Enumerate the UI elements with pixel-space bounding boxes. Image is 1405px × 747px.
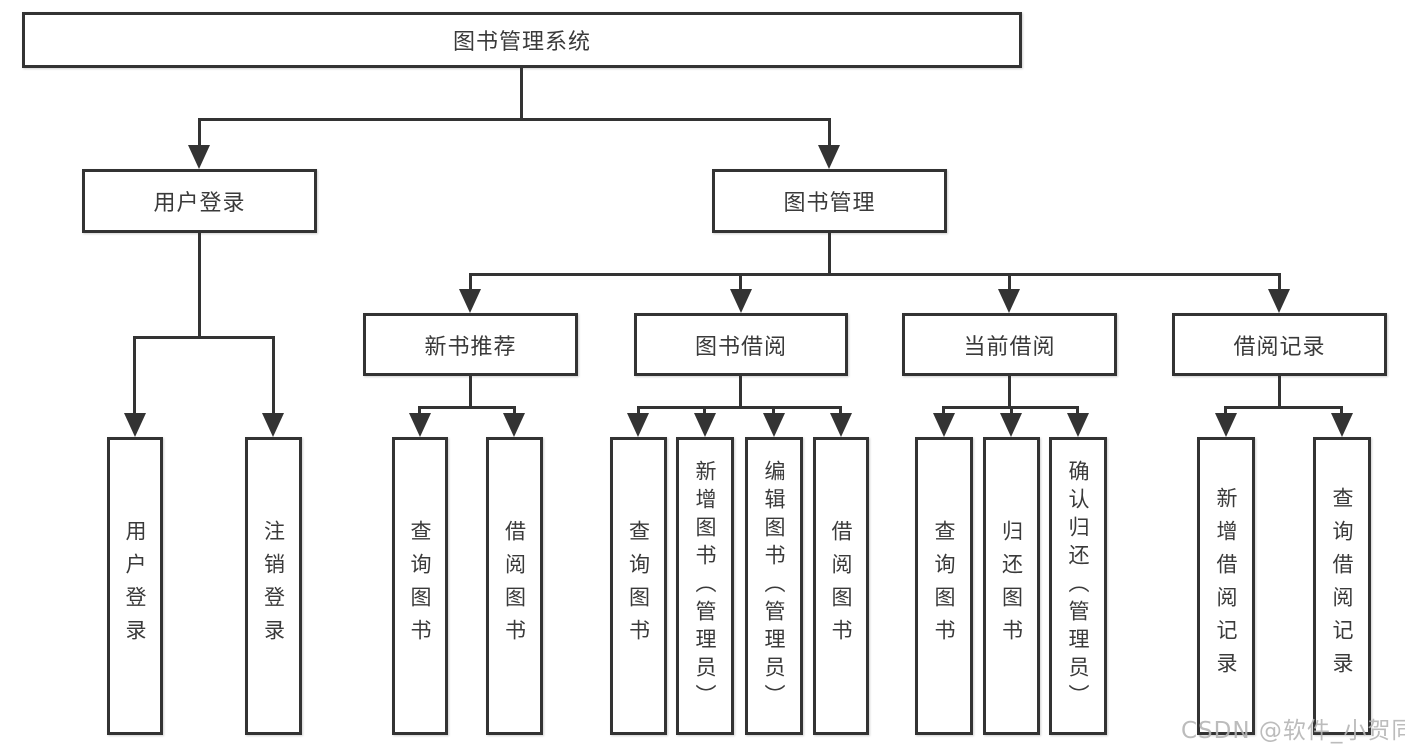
connector-line [1008, 376, 1011, 406]
node-func-nb-query-books: 查询图书 [392, 437, 448, 735]
arrowhead-down-icon [459, 289, 481, 313]
connector-line [1340, 406, 1343, 415]
connector-line [419, 406, 516, 409]
node-func-br-add-record: 新增借阅记录 [1197, 437, 1255, 735]
node-label: 当前借阅 [963, 334, 1056, 360]
node-label: 查询图书 [932, 520, 956, 652]
node-current-borrow: 当前借阅 [902, 313, 1117, 376]
arrowhead-down-icon [694, 413, 716, 437]
connector-line [418, 406, 421, 415]
node-label: 新书推荐 [424, 334, 517, 360]
node-func-user-login: 用户登录 [107, 437, 163, 735]
node-user-login-branch: 用户登录 [82, 169, 317, 233]
node-root-library-system: 图书管理系统 [22, 12, 1022, 68]
connector-line [1278, 376, 1281, 406]
node-book-management-branch: 图书管理 [712, 169, 947, 233]
node-label: 图书管理 [783, 191, 876, 216]
connector-line [272, 336, 275, 414]
connector-line [1008, 273, 1011, 291]
node-func-br-query-record: 查询借阅记录 [1313, 437, 1371, 735]
node-func-nb-borrow-books: 借阅图书 [486, 437, 543, 735]
connector-line [1224, 406, 1343, 409]
arrowhead-down-icon [730, 289, 752, 313]
arrowhead-down-icon [1067, 413, 1089, 437]
node-label: 图书管理系统 [452, 30, 591, 55]
connector-line [739, 273, 742, 291]
node-label: 归还图书 [999, 520, 1024, 652]
connector-line [637, 406, 640, 415]
arrowhead-down-icon [1000, 413, 1022, 437]
arrowhead-down-icon [763, 413, 785, 437]
connector-line [828, 233, 831, 273]
node-func-cb-return-books: 归还图书 [983, 437, 1040, 735]
connector-line [133, 336, 275, 339]
arrowhead-down-icon [1215, 413, 1237, 437]
node-func-cb-confirm-return-admin: 确认归还（管理员） [1049, 437, 1107, 735]
node-label: 用户登录 [153, 191, 246, 216]
node-func-logout: 注销登录 [245, 437, 302, 735]
connector-line [637, 406, 842, 409]
node-label: 编辑图书（管理员） [762, 460, 786, 712]
node-label: 注销登录 [261, 520, 286, 652]
connector-line [513, 406, 516, 415]
connector-line [1076, 406, 1079, 415]
arrowhead-down-icon [188, 145, 210, 169]
node-new-book-recommend: 新书推荐 [363, 313, 578, 376]
connector-line [520, 68, 523, 118]
connector-line [469, 376, 472, 406]
connector-line [942, 406, 945, 415]
connector-line [772, 406, 775, 415]
node-borrow-records: 借阅记录 [1172, 313, 1387, 376]
arrowhead-down-icon [998, 289, 1020, 313]
node-label: 查询图书 [408, 520, 432, 652]
connector-line [198, 118, 831, 121]
connector-line [1278, 273, 1281, 291]
arrowhead-down-icon [830, 413, 852, 437]
connector-line [839, 406, 842, 415]
arrowhead-down-icon [124, 413, 146, 437]
connector-line [198, 118, 201, 146]
node-label: 用户登录 [123, 520, 147, 652]
arrowhead-down-icon [933, 413, 955, 437]
connector-line [133, 336, 136, 414]
arrowhead-down-icon [1331, 413, 1353, 437]
arrowhead-down-icon [627, 413, 649, 437]
arrowhead-down-icon [262, 413, 284, 437]
connector-line [1224, 406, 1227, 415]
node-label: 确认归还（管理员） [1066, 460, 1090, 712]
node-label: 借阅记录 [1233, 334, 1326, 360]
arrowhead-down-icon [409, 413, 431, 437]
node-func-bb-query-books: 查询图书 [610, 437, 667, 735]
node-book-borrow: 图书借阅 [634, 313, 848, 376]
connector-line [703, 406, 706, 415]
connector-line [469, 273, 472, 291]
node-func-bb-borrow-books: 借阅图书 [813, 437, 869, 735]
node-label: 借阅图书 [502, 520, 527, 652]
arrowhead-down-icon [818, 145, 840, 169]
arrowhead-down-icon [503, 413, 525, 437]
csdn-watermark: CSDN @软件_小贺同学 [1181, 718, 1405, 744]
connector-line [469, 273, 1281, 276]
connector-line [198, 233, 201, 336]
connector-line [739, 376, 742, 406]
connector-line [1010, 406, 1013, 415]
connector-line [828, 118, 831, 146]
node-label: 查询借阅记录 [1330, 487, 1354, 685]
node-label: 新增借阅记录 [1214, 487, 1238, 685]
node-func-cb-query-books: 查询图书 [915, 437, 973, 735]
node-func-bb-add-books-admin: 新增图书（管理员） [676, 437, 734, 735]
node-label: 新增图书（管理员） [693, 460, 717, 712]
node-label: 借阅图书 [829, 520, 853, 652]
node-label: 查询图书 [626, 520, 651, 652]
arrowhead-down-icon [1268, 289, 1290, 313]
node-func-bb-edit-books-admin: 编辑图书（管理员） [745, 437, 803, 735]
node-label: 图书借阅 [694, 334, 787, 360]
